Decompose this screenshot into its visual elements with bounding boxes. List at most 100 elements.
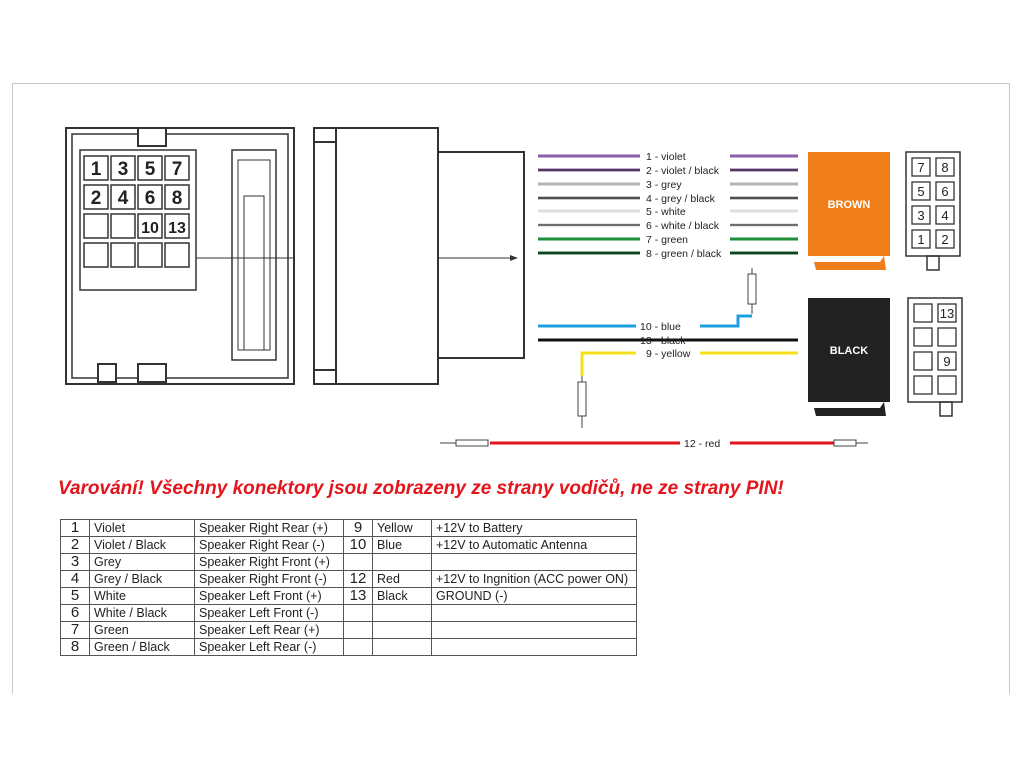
table-cell: +12V to Battery — [431, 519, 637, 537]
black-face-pin — [913, 375, 933, 395]
table-cell — [372, 553, 432, 571]
table-cell — [431, 553, 637, 571]
black-face-pin-label: 13 — [940, 306, 954, 321]
wire-label: 13 - black — [640, 335, 686, 347]
brown-face-pin — [911, 229, 931, 249]
left-connector-pin — [83, 242, 109, 268]
table-cell — [372, 604, 432, 622]
left-connector-pin — [110, 213, 136, 239]
left-connector-pin — [164, 242, 190, 268]
wire-label: 5 - white — [646, 206, 686, 218]
brown-face-pin — [935, 181, 955, 201]
wire-label: 6 - white / black — [646, 220, 720, 232]
left-connector-pin — [110, 155, 136, 181]
brown-face-pin — [935, 205, 955, 225]
table-cell: White — [89, 587, 195, 605]
left-connector-pin-label: 3 — [118, 159, 129, 180]
table-cell — [431, 638, 637, 656]
wire-label: 9 - yellow — [646, 348, 691, 360]
wire — [700, 314, 752, 328]
black-face-pin — [937, 375, 957, 395]
table-cell: Violet / Black — [89, 536, 195, 554]
table-cell: Grey — [89, 553, 195, 571]
left-connector-pin — [137, 242, 163, 268]
table-cell — [343, 621, 373, 639]
left-connector-pin-label: 8 — [172, 188, 183, 209]
black-face-pin — [913, 327, 933, 347]
terminals — [440, 268, 868, 447]
table-cell: Grey / Black — [89, 570, 195, 588]
table-cell: 2 — [60, 536, 90, 554]
left-connector-pin — [110, 242, 136, 268]
left-connector-pin-label: 4 — [118, 188, 129, 209]
table-cell — [431, 621, 637, 639]
left-connector-pin-label: 10 — [141, 220, 159, 237]
brown-face-pin — [935, 229, 955, 249]
table-cell: GROUND (-) — [431, 587, 637, 605]
table-cell: Speaker Right Front (-) — [194, 570, 344, 588]
table-cell: 5 — [60, 587, 90, 605]
black-face-pin — [937, 327, 957, 347]
left-connector-pin — [83, 155, 109, 181]
brown-face-pin-label: 2 — [941, 232, 948, 247]
table-cell: 9 — [343, 519, 373, 537]
brown-face-pin-label: 8 — [941, 160, 948, 175]
left-connector-pin — [110, 184, 136, 210]
brown-face-pin — [911, 181, 931, 201]
table-cell: Speaker Left Front (-) — [194, 604, 344, 622]
table-cell: 3 — [60, 553, 90, 571]
brown-face-pin-label: 5 — [917, 184, 924, 199]
wire-label: 7 - green — [646, 234, 688, 246]
table-cell: White / Black — [89, 604, 195, 622]
left-connector-pin-label: 7 — [172, 159, 183, 180]
left-connector-pin — [83, 184, 109, 210]
left-connector-pin — [137, 155, 163, 181]
table-cell: 8 — [60, 638, 90, 656]
table-cell: 10 — [343, 536, 373, 554]
left-connector-pin-label: 6 — [145, 188, 156, 209]
brown-face-pin-label: 1 — [917, 232, 924, 247]
brown-face-pin-label: 3 — [917, 208, 924, 223]
black-face-pin — [937, 351, 957, 371]
diagram-frame — [12, 83, 1010, 694]
brown-face-pin-label: 7 — [917, 160, 924, 175]
black-face-pin — [913, 351, 933, 371]
table-cell: Blue — [372, 536, 432, 554]
table-cell: Speaker Left Front (+) — [194, 587, 344, 605]
black-pin-face — [907, 297, 963, 417]
wire-label: 12 - red — [684, 438, 720, 450]
table-cell: Speaker Left Rear (-) — [194, 638, 344, 656]
table-cell: +12V to Automatic Antenna — [431, 536, 637, 554]
wire — [580, 351, 636, 376]
wire-label: 1 - violet — [646, 151, 686, 163]
table-cell: 13 — [343, 587, 373, 605]
left-connector — [65, 127, 295, 385]
brown-connector-label: BROWN — [828, 199, 871, 211]
brown-face-pin — [935, 157, 955, 177]
left-connector-pin — [137, 184, 163, 210]
brown-face-pin-label: 6 — [941, 184, 948, 199]
left-connector-pin — [137, 213, 163, 239]
black-face-pin — [913, 303, 933, 323]
warning-text: Varování! Všechny konektory jsou zobraze… — [58, 478, 784, 499]
wire-label: 10 - blue — [640, 321, 681, 333]
table-cell — [343, 553, 373, 571]
left-connector-pin-label: 2 — [91, 188, 102, 209]
table-cell: +12V to Ingnition (ACC power ON) — [431, 570, 637, 588]
table-cell — [372, 638, 432, 656]
left-connector-pin — [83, 213, 109, 239]
left-connector-pin — [164, 213, 190, 239]
table-cell: Green / Black — [89, 638, 195, 656]
black-face-pin-label: 9 — [943, 354, 950, 369]
table-cell: Red — [372, 570, 432, 588]
table-cell: 7 — [60, 621, 90, 639]
table-cell: 1 — [60, 519, 90, 537]
brown-pin-face — [905, 151, 961, 271]
